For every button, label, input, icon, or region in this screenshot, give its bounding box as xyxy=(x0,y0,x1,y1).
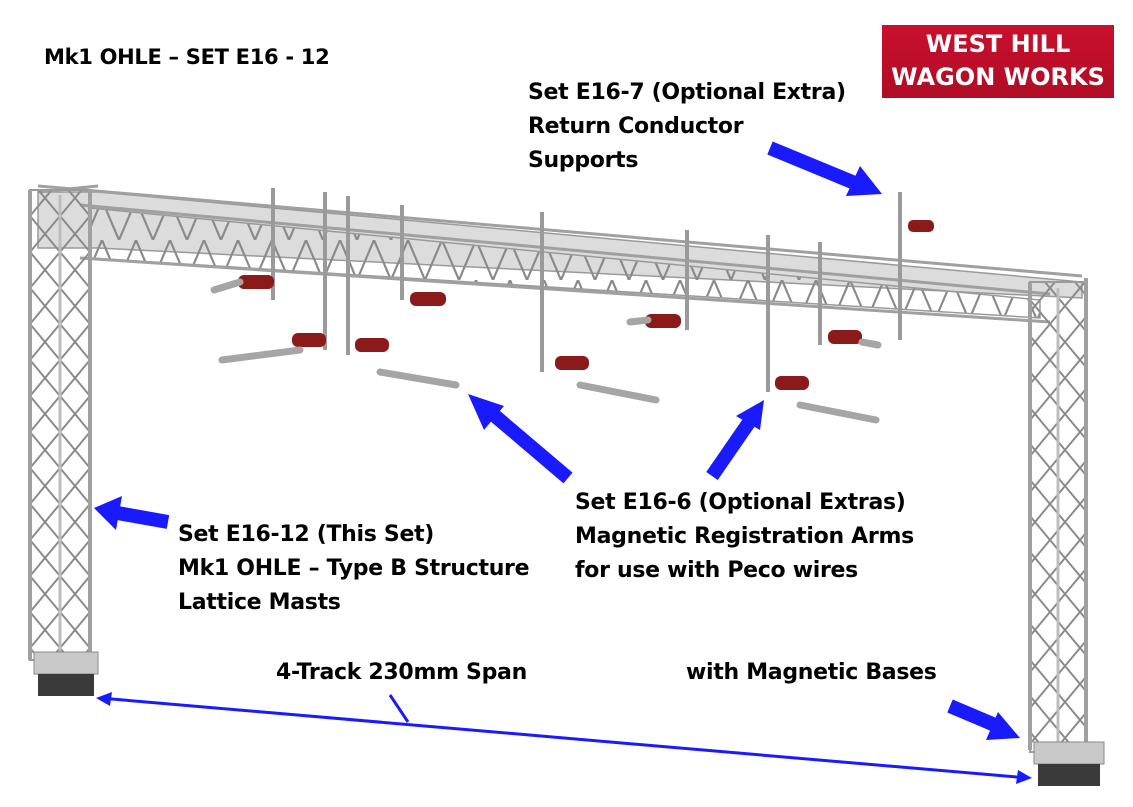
callout-e16-7-line-1: Set E16-7 (Optional Extra) xyxy=(528,80,846,105)
callout-e16-6: Set E16-6 (Optional Extras) Magnetic Reg… xyxy=(575,486,914,588)
callout-e16-6-line-2: Magnetic Registration Arms xyxy=(575,524,914,549)
callout-e16-7-line-3: Supports xyxy=(528,148,639,173)
insulators xyxy=(238,220,934,390)
callout-e16-7: Set E16-7 (Optional Extra) Return Conduc… xyxy=(528,76,846,178)
callout-e16-12-line-2: Mk1 OHLE – Type B Structure xyxy=(178,556,530,581)
logo-line-2: WAGON WORKS xyxy=(891,63,1105,91)
callout-arrowheads xyxy=(94,166,1020,740)
span-dimension-line xyxy=(96,692,1032,784)
callout-arrows xyxy=(110,141,1005,735)
brand-logo: WEST HILL WAGON WORKS xyxy=(882,25,1114,98)
boom-girder xyxy=(37,184,1083,324)
logo-line-1: WEST HILL xyxy=(925,30,1071,58)
callout-e16-6-line-1: Set E16-6 (Optional Extras) xyxy=(575,490,906,515)
callout-e16-12-line-1: Set E16-12 (This Set) xyxy=(178,522,435,547)
span-label: 4-Track 230mm Span xyxy=(276,660,527,685)
page-title: Mk1 OHLE – SET E16 - 12 xyxy=(44,45,330,69)
callout-e16-7-line-2: Return Conductor xyxy=(528,114,744,139)
registration-arms xyxy=(271,188,902,392)
right-lattice-mast xyxy=(1028,278,1105,786)
arm-tips xyxy=(210,278,882,424)
callout-e16-12-line-3: Lattice Masts xyxy=(178,590,341,615)
left-lattice-mast xyxy=(28,189,99,696)
bases-label: with Magnetic Bases xyxy=(686,660,937,685)
callout-e16-12: Set E16-12 (This Set) Mk1 OHLE – Type B … xyxy=(178,518,530,620)
callout-e16-6-line-3: for use with Peco wires xyxy=(575,558,858,583)
